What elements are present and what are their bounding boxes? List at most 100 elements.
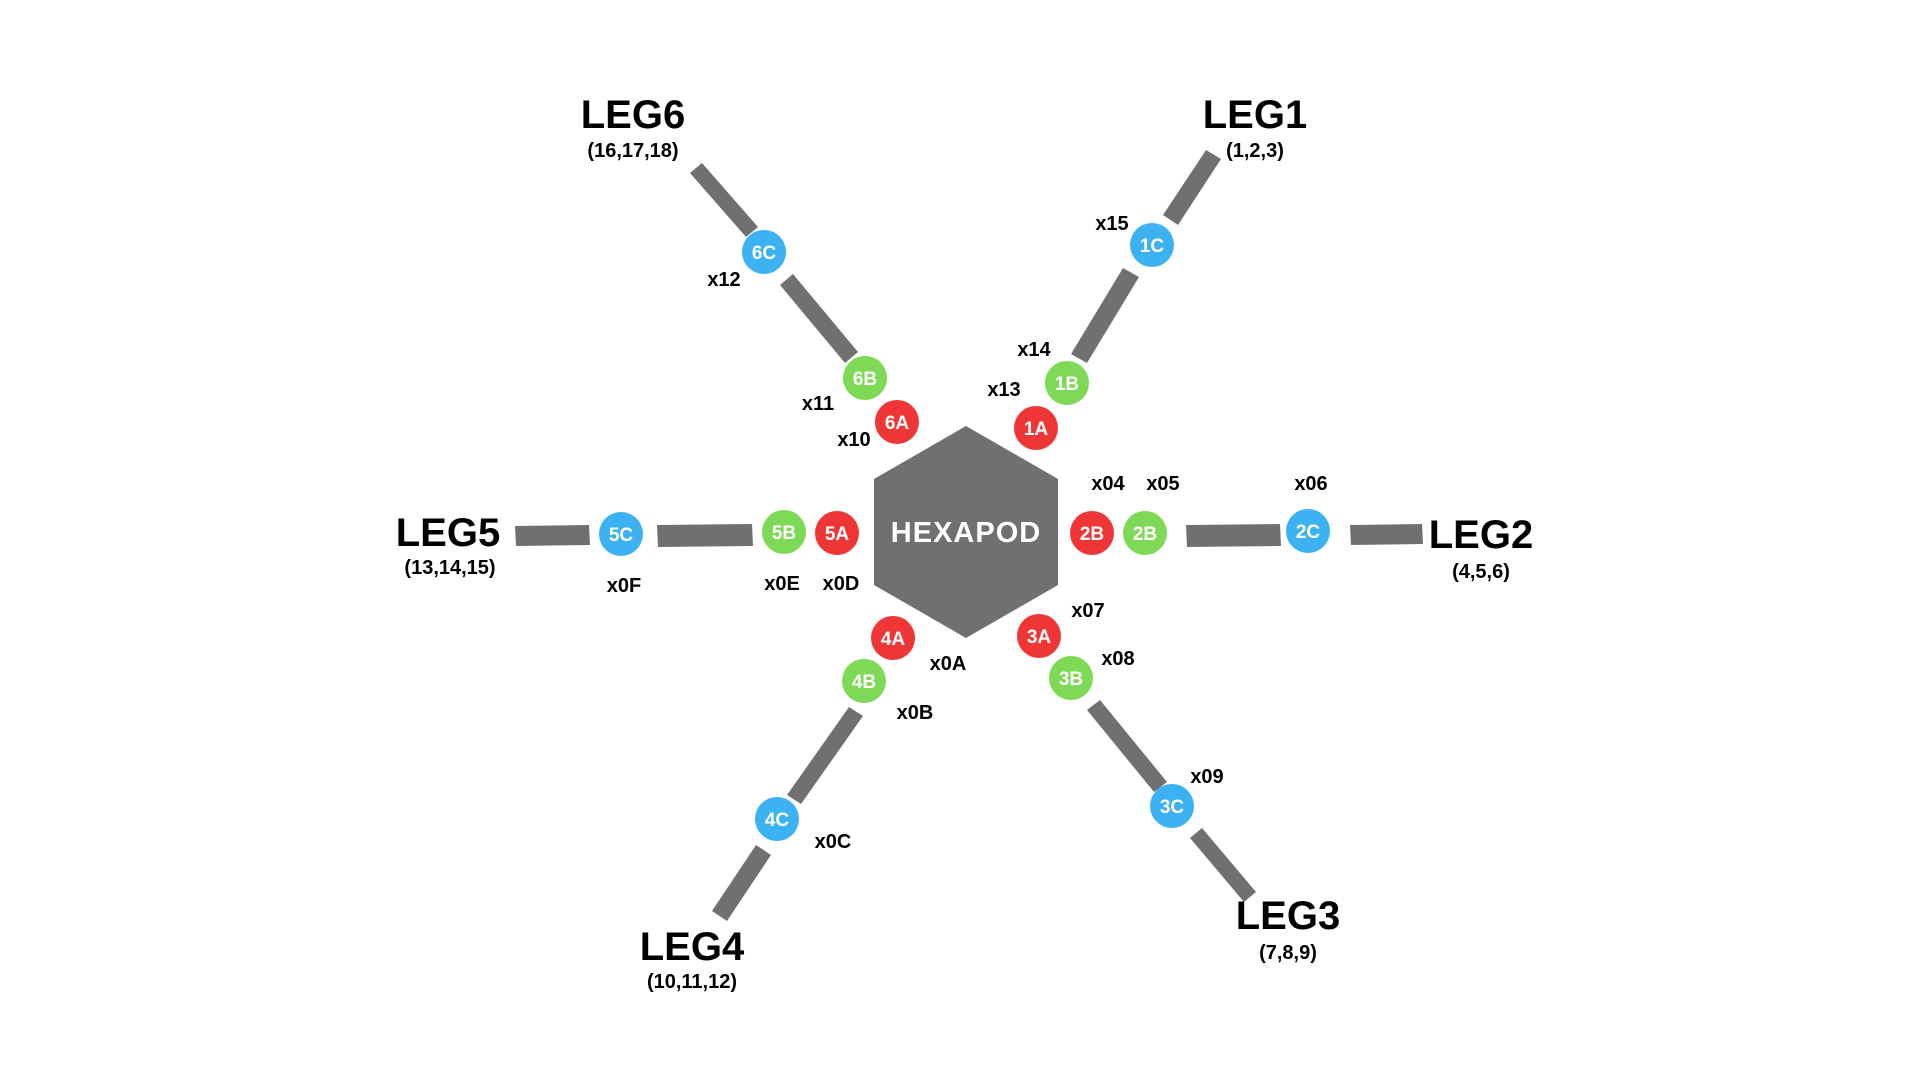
leg1-joint-c-label: 1C xyxy=(1140,236,1165,257)
joint-addresses: x13 x14 x15 x04 x05 x06 x07 x08 x09 x0A … xyxy=(607,213,1328,853)
leg6-joint-c-label: 6C xyxy=(752,243,777,264)
leg5-title: LEG5 xyxy=(396,511,500,555)
leg4-joint-c-circle xyxy=(755,797,799,841)
leg1-joint-c: 1C xyxy=(1130,223,1174,267)
leg4-joint-c-label: 4C xyxy=(765,810,790,831)
leg1-joint-b-circle xyxy=(1045,361,1089,405)
leg6-joint-b-address: x11 xyxy=(802,393,834,415)
leg1-joint-c-address: x15 xyxy=(1095,213,1128,235)
leg6-title: LEG6 xyxy=(581,93,685,137)
leg4-segment-inner xyxy=(787,707,863,804)
leg6-joint-c-address: x12 xyxy=(707,269,740,291)
leg4-joint-a: 4A xyxy=(871,616,915,660)
leg-segments xyxy=(515,150,1423,921)
leg3-joint-b-address: x08 xyxy=(1101,648,1134,670)
leg4-servos: (10,11,12) xyxy=(647,971,737,993)
leg5-segment-outer xyxy=(515,525,590,546)
leg2-segment-outer xyxy=(1350,524,1423,545)
leg2-joint-b: 2B xyxy=(1123,511,1167,555)
leg5-joint-c-label: 5C xyxy=(609,525,634,546)
leg1-servos: (1,2,3) xyxy=(1226,140,1284,162)
leg4-joint-a-address: x0A xyxy=(930,653,967,675)
leg3-joint-c-circle xyxy=(1150,784,1194,828)
leg4-joint-a-circle xyxy=(871,616,915,660)
leg6-joint-b-label: 6B xyxy=(853,369,877,390)
leg3-joint-c-label: 3C xyxy=(1160,797,1185,818)
leg3-title: LEG3 xyxy=(1236,894,1340,938)
leg1-joint-c-circle xyxy=(1130,223,1174,267)
leg6-joint-b-circle xyxy=(843,356,887,400)
hexapod-body xyxy=(874,426,1058,638)
leg3-servos: (7,8,9) xyxy=(1259,942,1317,964)
leg2-joint-b-label: 2B xyxy=(1133,524,1157,545)
leg1-joint-a: 1A xyxy=(1014,406,1058,450)
leg6-servos: (16,17,18) xyxy=(587,140,678,162)
leg4-joint-b-label: 4B xyxy=(852,672,876,693)
leg3-joint-b: 3B xyxy=(1049,656,1093,700)
leg2-joint-a-label: 2B xyxy=(1080,524,1104,545)
leg5-joint-b-address: x0E xyxy=(764,573,800,595)
leg6-joint-b: 6B xyxy=(843,356,887,400)
leg2-joint-a-circle xyxy=(1070,511,1114,555)
leg4-joint-b-circle xyxy=(842,659,886,703)
leg1-segment-outer xyxy=(1163,150,1221,225)
leg3-segment-outer xyxy=(1190,828,1256,902)
leg5-joint-c-address: x0F xyxy=(607,575,641,597)
leg1-joint-b-address: x14 xyxy=(1017,339,1051,361)
leg5-joint-c: 5C xyxy=(599,512,643,556)
leg5-joint-c-circle xyxy=(599,512,643,556)
joint-nodes: 1A 1B 1C 2B 2B 2C 3A 3B xyxy=(599,223,1330,841)
leg1-joint-b: 1B xyxy=(1045,361,1089,405)
leg6-segment-inner xyxy=(780,274,858,363)
leg1-joint-b-label: 1B xyxy=(1055,374,1079,395)
leg2-joint-b-circle xyxy=(1123,511,1167,555)
leg1-joint-a-address: x13 xyxy=(987,379,1020,401)
leg1-segment-inner xyxy=(1071,268,1139,363)
leg5-joint-a-label: 5A xyxy=(825,524,850,545)
leg5-joint-a: 5A xyxy=(815,511,859,555)
leg6-joint-c: 6C xyxy=(742,230,786,274)
leg2-servos: (4,5,6) xyxy=(1452,561,1510,583)
leg3-joint-a-address: x07 xyxy=(1071,600,1104,622)
leg4-joint-b: 4B xyxy=(842,659,886,703)
leg2-joint-c-address: x06 xyxy=(1294,473,1327,495)
leg6-joint-c-circle xyxy=(742,230,786,274)
leg2-title: LEG2 xyxy=(1429,513,1533,557)
leg5-joint-b-label: 5B xyxy=(772,523,796,544)
leg3-segment-inner xyxy=(1087,700,1167,792)
leg4-joint-c-address: x0C xyxy=(815,831,852,853)
leg3-joint-c-address: x09 xyxy=(1190,766,1223,788)
leg4-joint-a-label: 4A xyxy=(881,629,906,650)
leg6-joint-a-circle xyxy=(875,400,919,444)
hexapod-body-label: HEXAPOD xyxy=(891,517,1041,549)
leg4-joint-b-address: x0B xyxy=(897,702,934,724)
leg5-joint-b-circle xyxy=(762,510,806,554)
leg5-joint-a-address: x0D xyxy=(823,573,860,595)
leg1-joint-a-circle xyxy=(1014,406,1058,450)
leg2-segment-inner xyxy=(1186,524,1281,547)
leg5-joint-a-circle xyxy=(815,511,859,555)
leg1-title: LEG1 xyxy=(1203,93,1307,137)
leg3-joint-a: 3A xyxy=(1017,614,1061,658)
leg5-joint-b: 5B xyxy=(762,510,806,554)
leg2-joint-b-address: x05 xyxy=(1146,473,1179,495)
leg6-segment-outer xyxy=(690,163,758,237)
leg1-joint-a-label: 1A xyxy=(1024,419,1049,440)
leg3-joint-b-circle xyxy=(1049,656,1093,700)
leg6-joint-a-address: x10 xyxy=(837,429,870,451)
leg2-joint-c: 2C xyxy=(1286,509,1330,553)
leg2-joint-c-circle xyxy=(1286,509,1330,553)
leg3-joint-a-label: 3A xyxy=(1027,627,1052,648)
leg5-segment-inner xyxy=(657,524,753,547)
leg-titles: LEG1 (1,2,3) LEG2 (4,5,6) LEG3 (7,8,9) L… xyxy=(396,93,1533,993)
leg4-title: LEG4 xyxy=(640,925,745,969)
leg6-joint-a: 6A xyxy=(875,400,919,444)
leg2-joint-c-label: 2C xyxy=(1296,522,1321,543)
leg2-joint-a: 2B xyxy=(1070,511,1114,555)
leg4-segment-outer xyxy=(712,845,771,921)
leg4-joint-c: 4C xyxy=(755,797,799,841)
leg2-joint-a-address: x04 xyxy=(1091,473,1125,495)
leg3-joint-c: 3C xyxy=(1150,784,1194,828)
leg6-joint-a-label: 6A xyxy=(885,413,910,434)
